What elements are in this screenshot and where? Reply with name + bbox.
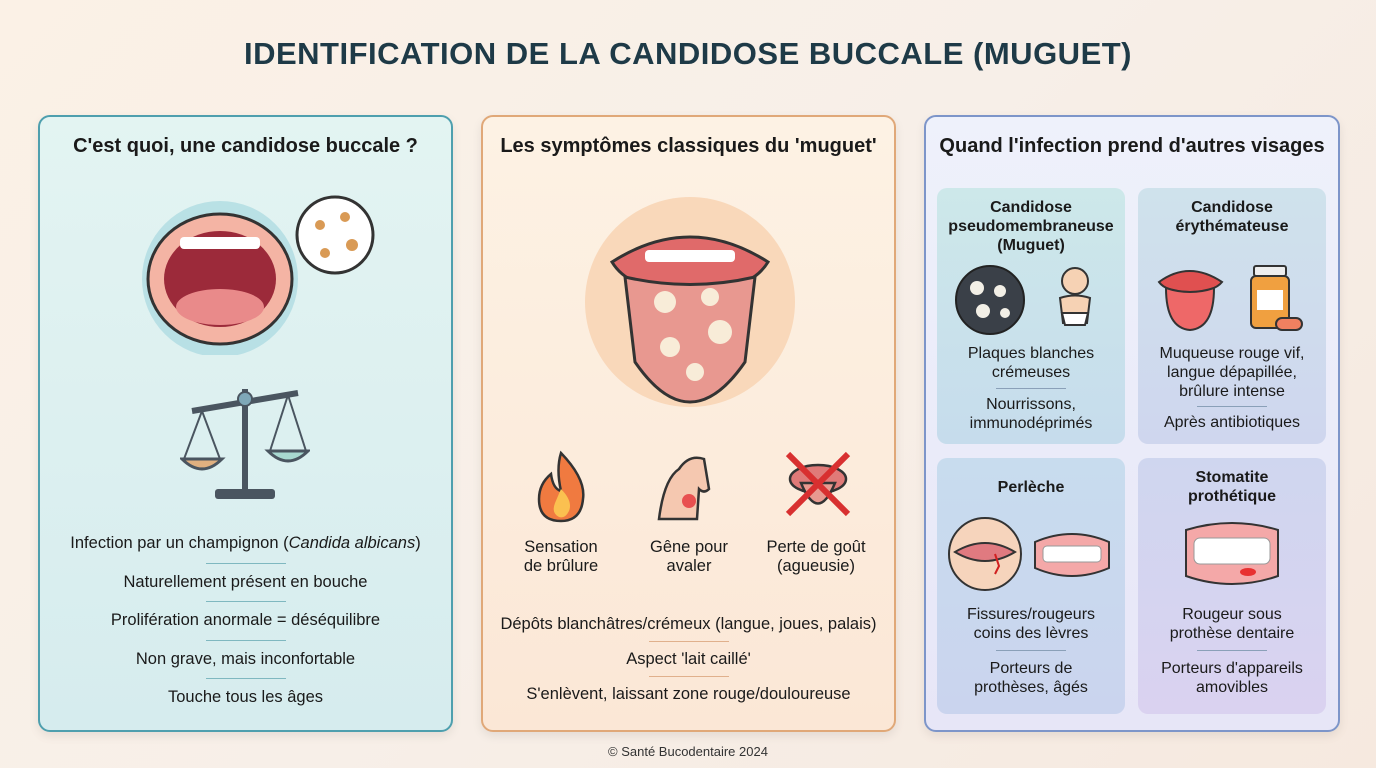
panel-other-forms: Quand l'infection prend d'autres visages… xyxy=(924,115,1340,732)
card-population: Après antibiotiques xyxy=(1163,414,1301,431)
copyright-footer: © Santé Bucodentaire 2024 xyxy=(608,744,768,759)
panel-heading: Quand l'infection prend d'autres visages xyxy=(939,135,1325,157)
species-name: Candida albicans xyxy=(288,534,416,552)
red-tongue-antibiotics-icon xyxy=(1157,265,1303,332)
list-item: Non grave, mais inconfortable xyxy=(135,649,356,668)
divider xyxy=(996,388,1066,389)
panel-heading: Les symptômes classiques du 'muguet' xyxy=(500,135,877,157)
list-item: Naturellement présent en bouche xyxy=(123,572,368,591)
flame-icon xyxy=(537,450,585,523)
cracked-lips-dentures-icon xyxy=(948,517,1110,591)
item-text: Infection par un champignon ( xyxy=(70,534,289,552)
balance-scale-icon xyxy=(180,389,310,499)
symptom-label: Sensation xyxy=(524,538,598,556)
divider xyxy=(205,601,286,602)
divider xyxy=(205,562,286,564)
list-item: Aspect 'lait caillé' xyxy=(626,650,751,668)
card-description: Muqueuse rouge vif,langue dépapillée,brû… xyxy=(1159,345,1305,400)
symptom-label: (agueusie) xyxy=(777,557,855,575)
divider xyxy=(648,641,729,642)
list-item: Infection par un champignon (Candida alb… xyxy=(40,525,451,563)
list-item: Prolifération anormale = déséquilibre xyxy=(110,611,381,629)
panel-symptoms: Les symptômes classiques du 'muguet' Sen… xyxy=(481,115,896,732)
list-item: S'enlèvent, laissant zone rouge/douloure… xyxy=(526,685,851,703)
divider xyxy=(996,650,1066,651)
symptom-taste-loss: Perte de goût(agueusie) xyxy=(756,538,876,576)
item-text: ) xyxy=(415,534,421,552)
definition-list: Infection par un champignon (Candida alb… xyxy=(40,525,451,717)
no-taste-icon xyxy=(785,451,851,517)
divider xyxy=(205,678,286,679)
panel-heading: C'est quoi, une candidose buccale ? xyxy=(73,135,418,157)
divider xyxy=(1197,406,1267,407)
panel-what-is: C'est quoi, une candidose buccale ? Infe… xyxy=(38,115,453,732)
denture-redness-icon xyxy=(1185,522,1279,585)
card-title: Perlèche xyxy=(997,479,1065,496)
tongue-with-white-plaques-icon xyxy=(585,197,795,407)
open-mouth-icon xyxy=(142,195,375,355)
list-item: Touche tous les âges xyxy=(167,688,324,706)
throat-icon xyxy=(657,456,711,521)
divider xyxy=(205,639,286,641)
divider xyxy=(648,676,729,677)
white-plaques-baby-icon xyxy=(955,265,1092,335)
symptom-label: avaler xyxy=(666,557,712,575)
divider xyxy=(1197,650,1267,651)
card-population: Nourrissons,immunodéprimés xyxy=(969,396,1093,432)
symptoms-list: Dépôts blanchâtres/crémeux (langue, joue… xyxy=(483,607,894,711)
symptom-label: de brûlure xyxy=(523,557,599,575)
list-item: Dépôts blanchâtres/crémeux (langue, joue… xyxy=(500,615,877,633)
symptom-label: Gêne pour xyxy=(650,538,728,556)
page-title: IDENTIFICATION DE LA CANDIDOSE BUCCALE (… xyxy=(243,36,1133,71)
symptom-label: Perte de goût xyxy=(766,538,866,556)
